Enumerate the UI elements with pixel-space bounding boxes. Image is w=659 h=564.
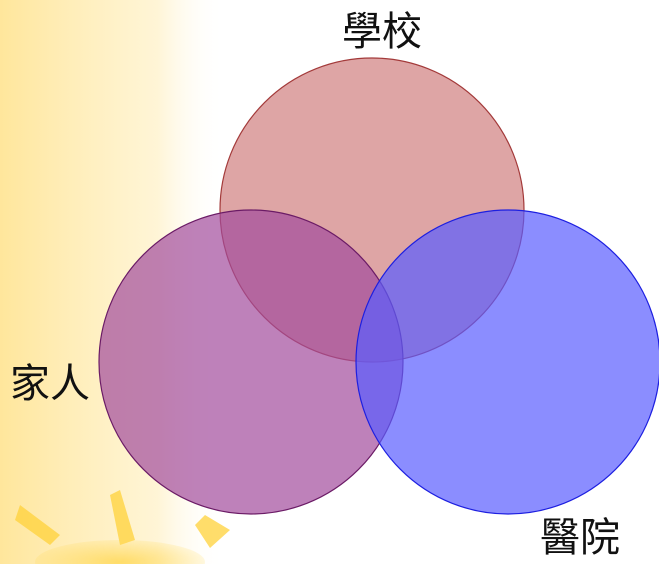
label-hospital: 醫院 bbox=[540, 515, 620, 561]
label-family: 家人 bbox=[10, 361, 90, 407]
sun-decoration bbox=[15, 490, 230, 564]
label-school: 學校 bbox=[342, 9, 422, 55]
hospital-circle bbox=[355, 209, 659, 515]
